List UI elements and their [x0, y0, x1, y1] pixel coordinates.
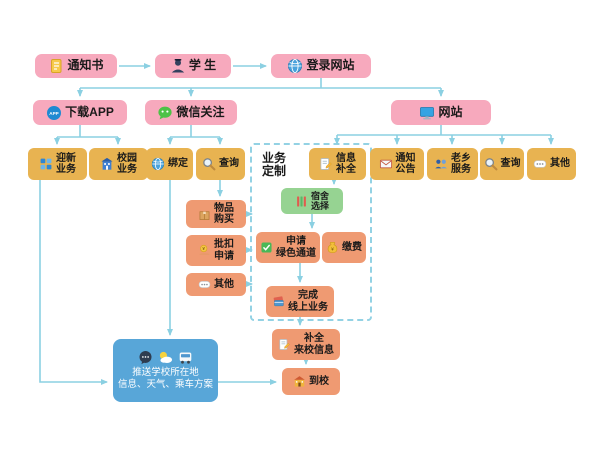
node-student: 学 生 [155, 54, 231, 78]
node-label: 其他 [214, 278, 234, 290]
node-label: 登录网站 [306, 58, 355, 73]
node-notice-letter: 通知书 [35, 54, 117, 78]
node-label: 到校 [309, 375, 329, 387]
doc-icon [48, 58, 64, 74]
node-label: 通知书 [67, 58, 104, 73]
node-item-purchase: 物品 购买 [186, 200, 246, 228]
node-label: 学 生 [188, 58, 217, 73]
node-label: 微信关注 [176, 104, 225, 119]
node-other-web: 其他 [527, 148, 576, 180]
app-icon: APP [46, 105, 62, 121]
node-query-web: 查询 [480, 148, 524, 180]
greenpass-icon [260, 241, 273, 254]
node-label: 查询 [219, 158, 239, 170]
route-icon [178, 350, 193, 365]
pay-icon: ¥ [198, 244, 211, 257]
campus-icon [100, 157, 114, 171]
form-icon [278, 338, 291, 351]
globe-icon [287, 58, 303, 74]
node-label: 迎新 业务 [56, 152, 76, 175]
search-icon [202, 157, 216, 171]
globe-icon [151, 157, 165, 171]
node-info-complete: 信息 补全 [309, 148, 366, 180]
node-label: 宿舍 选择 [310, 190, 329, 211]
node-login-website: 登录网站 [271, 54, 371, 78]
node-label: 补全 来校信息 [294, 333, 334, 356]
wechat-icon [157, 105, 173, 121]
node-label: 完成 线上业务 [288, 290, 328, 313]
node-batch-deduct: ¥ 批扣 申请 [186, 235, 246, 266]
node-campus-service: 校园 业务 [89, 148, 148, 180]
node-label: 通知 公告 [395, 152, 416, 175]
node-label: 缴费 [342, 241, 362, 253]
svg-text:¥: ¥ [331, 246, 334, 252]
node-push-local-info: 推送学校所在地 信息、天气、乘车方案 [113, 339, 218, 402]
node-query-wechat: 查询 [196, 148, 245, 180]
node-hometown-service: 老乡 服务 [427, 148, 478, 180]
node-label: 申请 绿色通道 [276, 236, 316, 259]
node-arrive-school: 到校 [282, 368, 340, 395]
search-icon [484, 157, 498, 171]
node-finish-online: 完成 线上业务 [266, 286, 334, 317]
push-icons-row [138, 350, 193, 365]
node-business-custom: 业务 定制 [252, 148, 296, 182]
school-icon [293, 375, 306, 388]
node-wechat-follow: 微信关注 [145, 100, 237, 125]
node-label: 业务 定制 [261, 150, 286, 178]
node-label: 批扣 申请 [214, 239, 234, 262]
node-notice-announce: 通知 公告 [370, 148, 424, 180]
node-label: 网站 [438, 104, 463, 119]
student-icon [170, 58, 186, 74]
weather-icon [158, 350, 173, 365]
monitor-icon [419, 105, 435, 121]
svg-text:¥: ¥ [202, 246, 205, 251]
mail-icon [379, 157, 393, 171]
node-pay-fee: ¥ 缴费 [322, 232, 366, 263]
node-label: 物品 购买 [214, 202, 234, 225]
node-label: 信息 补全 [336, 152, 356, 175]
node-label: 查询 [500, 158, 521, 170]
node-bind: 绑定 [146, 148, 193, 180]
node-label: 校园 业务 [117, 152, 137, 175]
svg-text:APP: APP [49, 111, 58, 116]
node-website: 网站 [391, 100, 491, 125]
cards-icon [272, 295, 285, 308]
node-welcome-service: 迎新 业务 [28, 148, 87, 180]
node-dorm-select: 宿舍 选择 [281, 188, 343, 214]
node-download-app: APP 下载APP [33, 100, 127, 125]
grid-icon [39, 157, 53, 171]
node-other-custom: 其他 [186, 273, 246, 296]
node-label: 绑定 [168, 158, 188, 170]
dorm-icon [295, 195, 308, 208]
business-custom-dashed-box [250, 143, 372, 321]
people-icon [434, 157, 448, 171]
chat-icon [138, 350, 153, 365]
form-icon [319, 157, 333, 171]
dots-icon [533, 157, 547, 171]
node-label: 其他 [550, 158, 570, 170]
push-box-label: 推送学校所在地 信息、天气、乘车方案 [117, 367, 213, 390]
moneybag-icon: ¥ [326, 241, 339, 254]
dots-icon [198, 278, 211, 291]
node-label: 下载APP [65, 104, 114, 119]
box-icon [198, 208, 211, 221]
node-green-channel: 申请 绿色通道 [256, 232, 320, 263]
node-label: 老乡 服务 [451, 152, 471, 175]
node-arrival-info: 补全 来校信息 [272, 329, 340, 360]
